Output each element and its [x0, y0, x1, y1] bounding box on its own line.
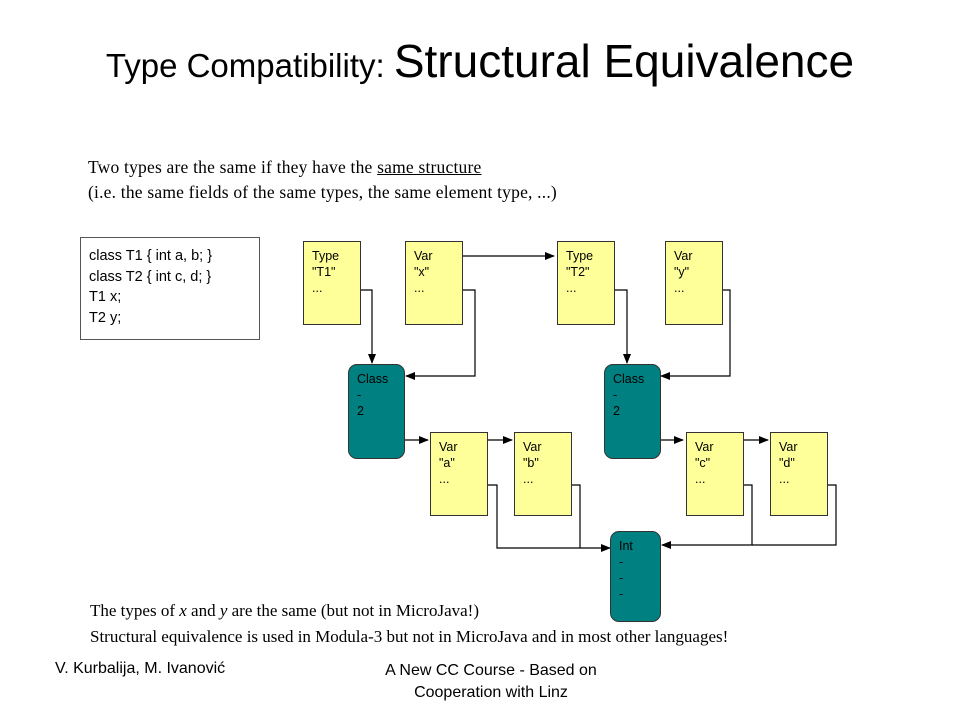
same-structure-underlined: same structure: [377, 157, 482, 177]
arrow-d-to-int: [752, 484, 837, 546]
node-type-t1: Type"T1"...: [303, 241, 361, 325]
intro-text: Two types are the same if they have the …: [88, 157, 557, 202]
code-line: T2 y;: [89, 309, 122, 326]
footer-authors: V. Kurbalija, M. Ivanović: [55, 660, 226, 677]
node-type-t2: Type"T2"...: [557, 241, 615, 325]
arrow-a-to-int: [482, 484, 611, 552]
arrow-x-to-class1: [405, 289, 476, 380]
node-var-x: Var"x"...: [405, 241, 463, 325]
node-class-t1: Class-2: [348, 364, 405, 459]
node-int: Int---: [610, 531, 661, 622]
code-box: class T1 { int a, b; } class T2 { int c,…: [80, 237, 260, 340]
node-var-c: Var"c"...: [686, 432, 744, 516]
node-var-d: Var"d"...: [770, 432, 828, 516]
arrow-c-to-int: [661, 484, 753, 549]
code-line: T1 x;: [89, 289, 122, 305]
code-line: class T1 { int a, b; }: [89, 248, 213, 264]
code-line: class T2 { int c, d; }: [89, 268, 212, 285]
page-title: Type Compatibility: Structural Equivalen…: [105, 35, 855, 87]
footer-course: A New CC Course - Based on Cooperation w…: [385, 662, 597, 701]
node-class-t2: Class-2: [604, 364, 661, 459]
node-var-a: Var"a"...: [430, 432, 488, 516]
node-var-b: Var"b"...: [514, 432, 572, 516]
node-var-y: Var"y"...: [665, 241, 723, 325]
conclusion-text: The types of x and y are the same (but n…: [90, 601, 729, 646]
